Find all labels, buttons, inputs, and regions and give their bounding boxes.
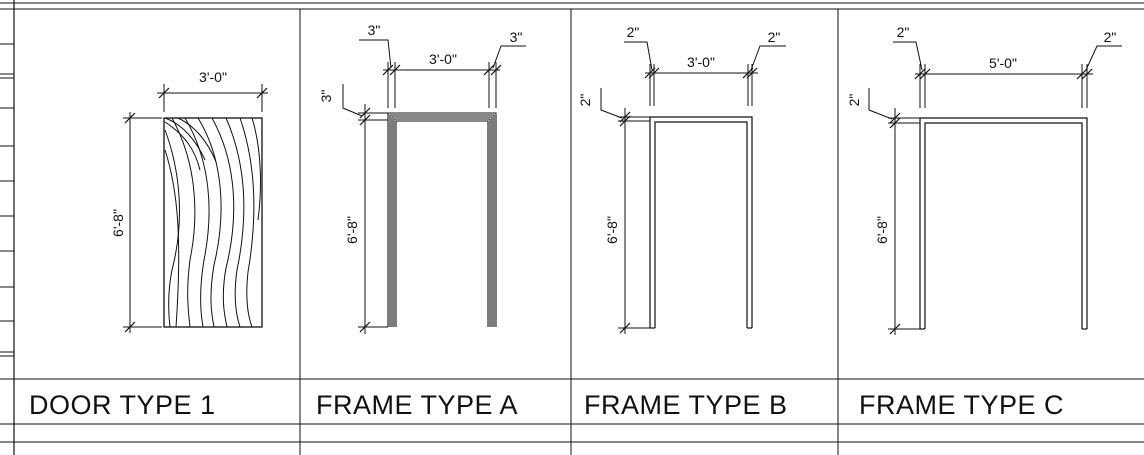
frame-type-b-width-label: 3'-0" <box>687 54 715 70</box>
frame-type-a-panel: 3'-0" 3" 3" 3" 6'-8" <box>318 22 526 334</box>
frame-type-c-head-label: 2" <box>846 94 862 107</box>
frame-type-c-right-jamb-label: 2" <box>1104 29 1117 45</box>
frame-type-c-width-label: 5'-0" <box>989 55 1017 71</box>
left-margin-ticks <box>0 43 14 357</box>
frame-type-a-right-jamb-label: 3" <box>510 29 523 45</box>
frame-type-c-left-jamb-label: 2" <box>897 24 910 40</box>
frame-type-a-height-label: 6'-8" <box>344 216 360 244</box>
frame-type-c-height-label: 6'-8" <box>874 216 890 244</box>
frame-type-a-title: FRAME TYPE A <box>316 390 518 420</box>
door-type-1-width-label: 3'-0" <box>199 69 227 85</box>
frame-type-a-left-jamb-label: 3" <box>368 22 381 38</box>
frame-type-b-right-jamb-label: 2" <box>768 29 781 45</box>
frame-type-c-title: FRAME TYPE C <box>859 390 1064 420</box>
frame-type-a-head-label: 3" <box>318 90 334 103</box>
frame-b-outline <box>649 116 753 329</box>
door-leaf <box>163 117 263 328</box>
frame-c-outline <box>919 117 1088 330</box>
door-type-1-panel: 3'-0" 6'-8" <box>110 69 268 333</box>
frame-type-b-height-label: 6'-8" <box>604 216 620 244</box>
frame-type-b-title: FRAME TYPE B <box>584 390 788 420</box>
frame-type-b-head-label: 2" <box>577 94 593 107</box>
frame-type-b-panel: 3'-0" 2" 2" 2" 6'-8" <box>577 24 786 334</box>
frame-a-outline <box>387 112 497 327</box>
frame-type-c-panel: 5'-0" 2" 2" 2" 6'-8" <box>846 24 1122 335</box>
door-type-1-height-label: 6'-8" <box>110 209 126 237</box>
frame-type-b-left-jamb-label: 2" <box>627 24 640 40</box>
door-type-1-title: DOOR TYPE 1 <box>29 390 216 420</box>
frame-type-a-width-label: 3'-0" <box>429 51 457 67</box>
wood-grain <box>164 117 261 328</box>
